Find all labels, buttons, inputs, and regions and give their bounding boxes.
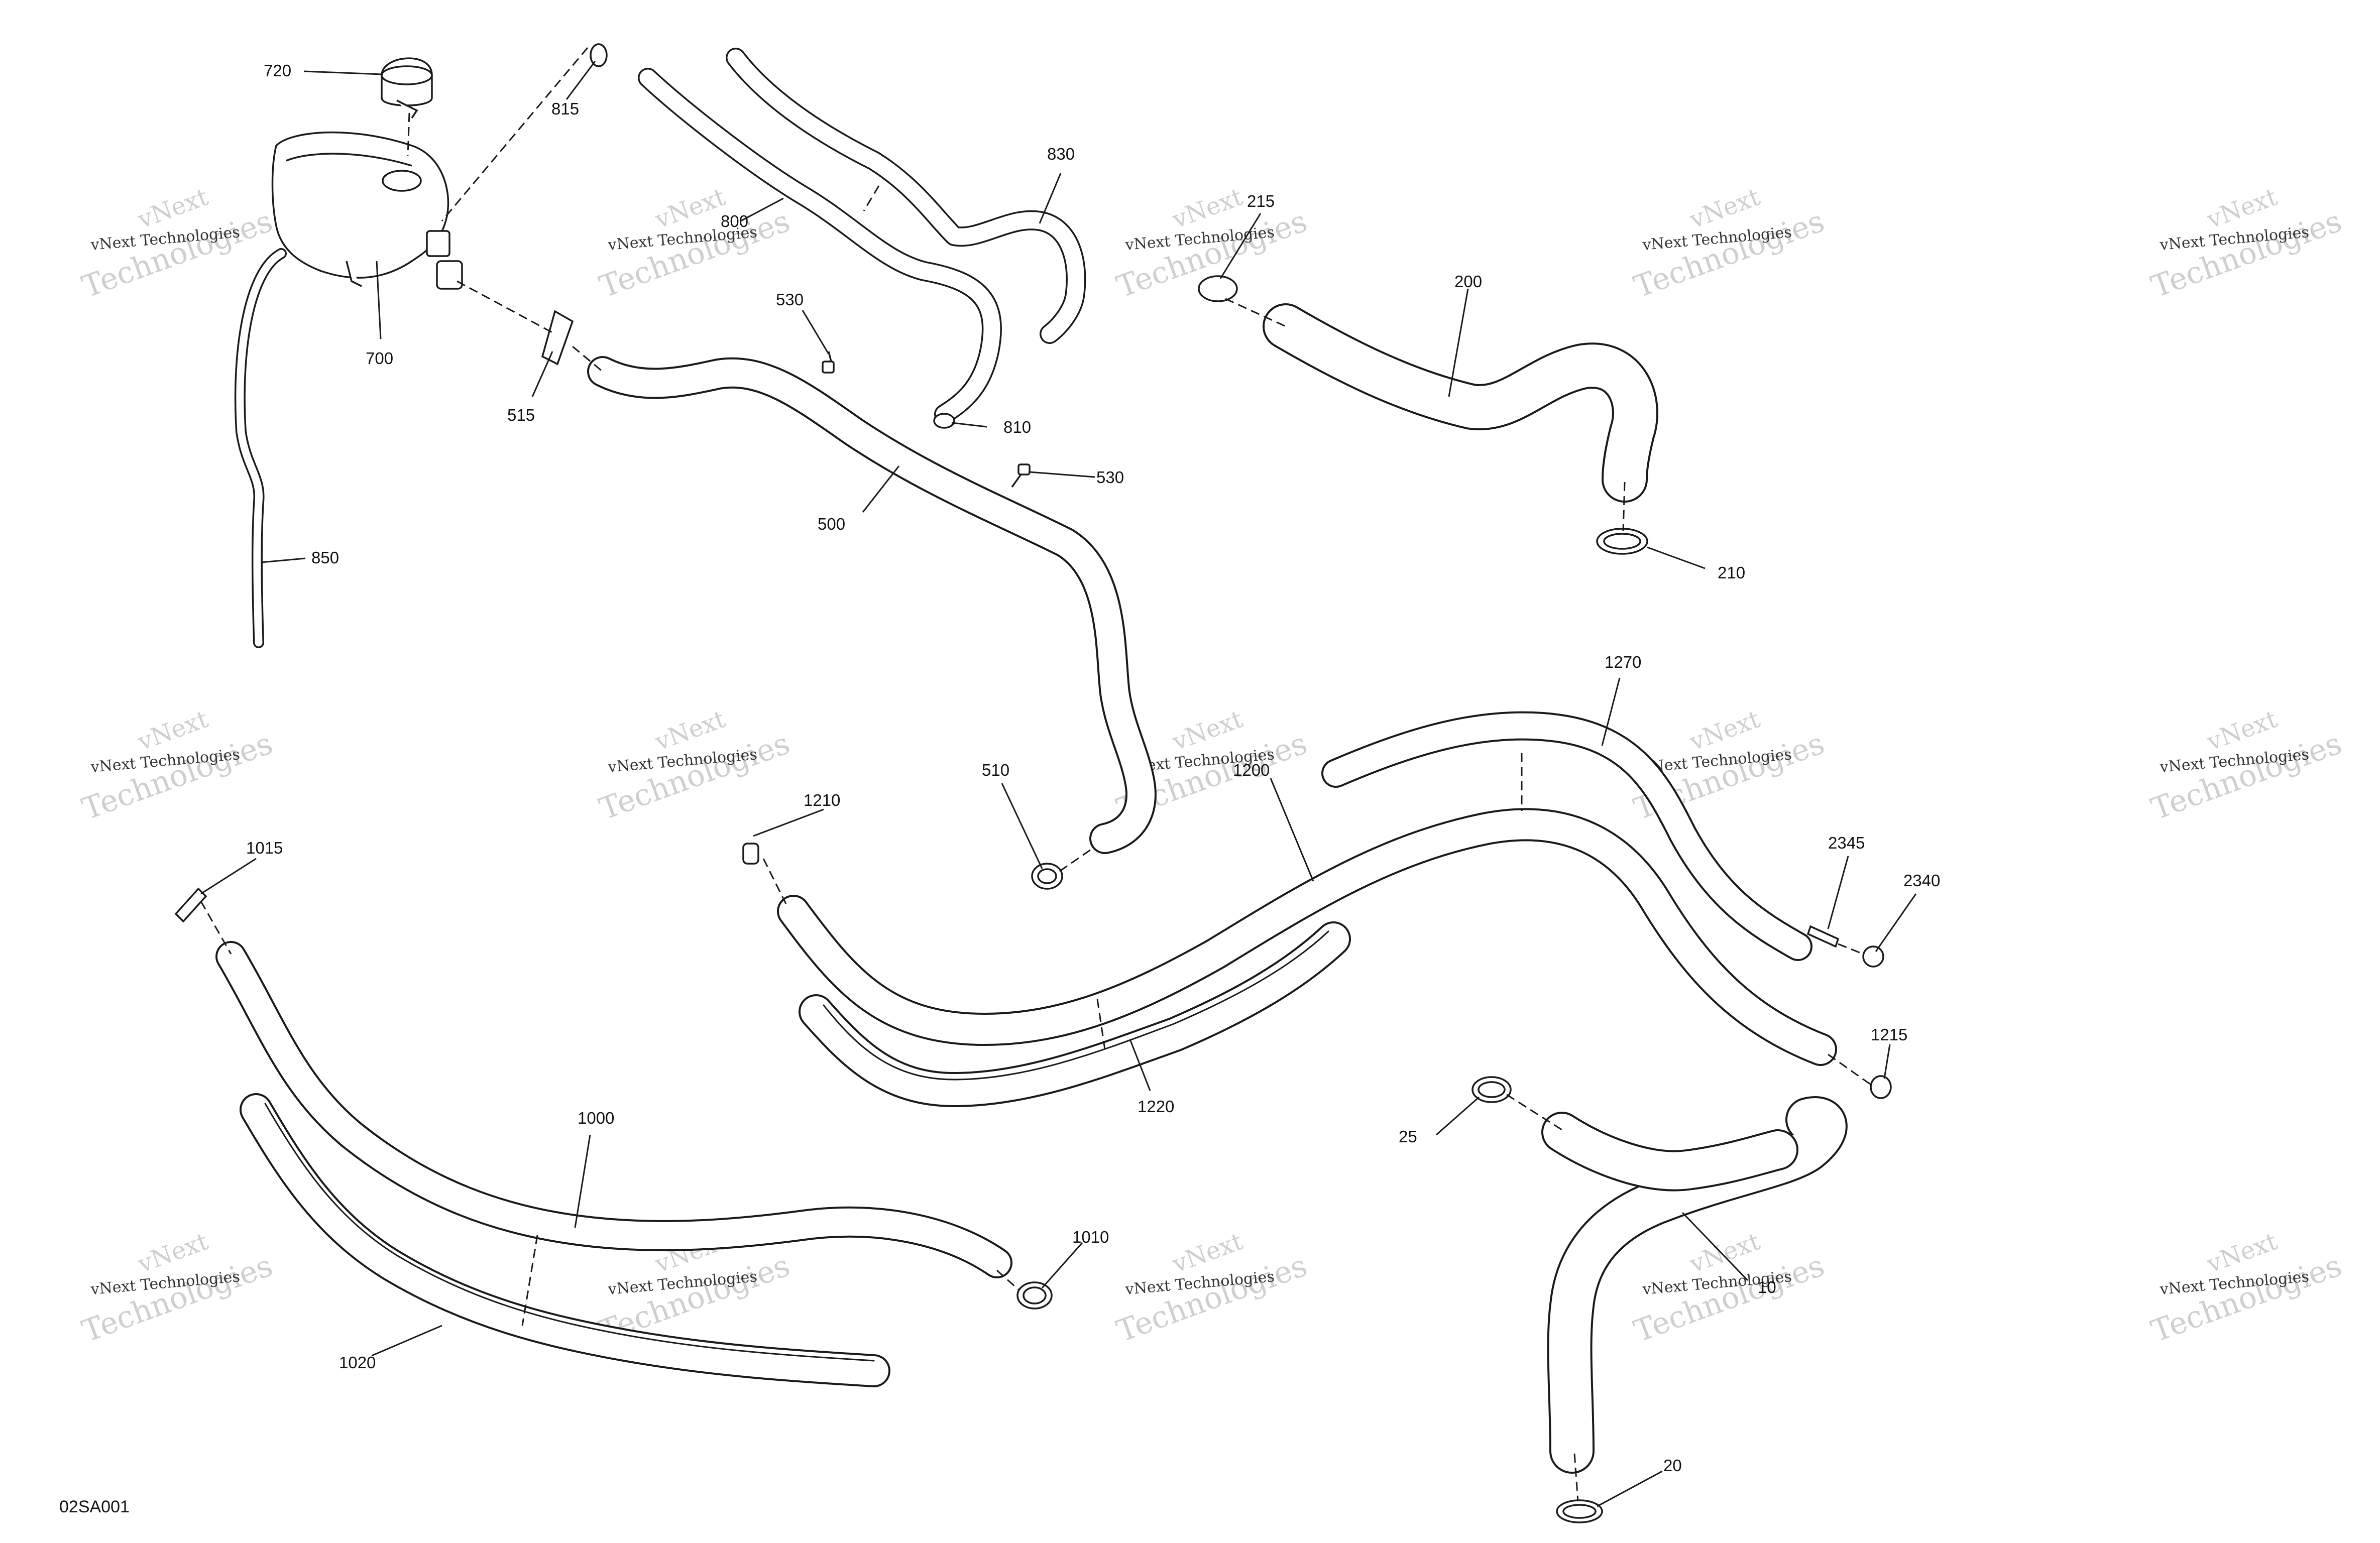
callout-10: 10 (1758, 1278, 1776, 1296)
fitting-2345 (1806, 925, 1840, 948)
watermark-text: vNext (1685, 1227, 1763, 1278)
cap-2340 (1862, 945, 1884, 968)
leader-lines (200, 61, 1917, 1507)
watermark-text: vNext (2203, 1227, 2281, 1278)
reservoir-cap-720 (381, 57, 433, 118)
callout-1215: 1215 (1871, 1025, 1907, 1044)
hose-850 (234, 248, 287, 648)
callout-530-a: 530 (776, 290, 804, 309)
clamp-25 (1471, 1076, 1512, 1103)
fitting-1015 (174, 887, 207, 923)
callout-1210: 1210 (804, 791, 840, 809)
callout-1200: 1200 (1233, 761, 1270, 779)
callout-200: 200 (1454, 272, 1482, 291)
callout-2340: 2340 (1903, 871, 1940, 890)
watermark-text: vNext (2203, 183, 2281, 234)
callout-810: 810 (1003, 418, 1031, 436)
fitting-1210 (742, 843, 759, 865)
callout-515: 515 (507, 406, 535, 424)
clamp-1215 (1870, 1075, 1892, 1099)
callout-1220: 1220 (1138, 1097, 1174, 1116)
bracket-515 (541, 310, 574, 366)
diagram-id-label: 02SA001 (59, 1497, 130, 1516)
callout-800: 800 (721, 212, 748, 230)
callout-20: 20 (1663, 1456, 1682, 1475)
hose-1020 (240, 1093, 890, 1387)
hose-1220 (799, 921, 1351, 1107)
callout-215: 215 (1247, 192, 1275, 210)
callout-510: 510 (982, 761, 1009, 779)
callout-210: 210 (1718, 563, 1745, 582)
clamp-810 (933, 413, 955, 429)
hose-830 (726, 48, 1086, 344)
watermark-text: vNext (651, 705, 729, 756)
callout-850: 850 (311, 548, 339, 567)
hose-10 (1541, 1096, 1848, 1474)
watermark-text: vNext (1168, 183, 1246, 234)
watermark-text: vNext (2203, 705, 2281, 756)
clamp-215 (1198, 275, 1238, 302)
callout-1015: 1015 (246, 839, 283, 857)
callout-720: 720 (264, 61, 291, 80)
hose-500 (587, 356, 1157, 854)
callout-1000: 1000 (578, 1109, 614, 1127)
callout-815: 815 (551, 99, 579, 118)
watermark-text: vNext (134, 183, 211, 234)
hose-1200 (777, 808, 1837, 1066)
watermark-text: vNext (1685, 183, 1763, 234)
hose-200 (1263, 303, 1658, 503)
watermark-text: vNext (1168, 1227, 1246, 1278)
clamp-1010 (1016, 1281, 1053, 1310)
watermark-text: vNext (1685, 705, 1763, 756)
coolant-reservoir-700 (271, 131, 463, 290)
callout-2345: 2345 (1828, 834, 1865, 852)
callout-labels: 720 815 830 800 215 200 700 530 515 810 … (246, 61, 1940, 1475)
callout-1270: 1270 (1605, 653, 1641, 671)
clamp-20 (1556, 1499, 1603, 1523)
hose-1000 (215, 941, 1012, 1278)
clamp-815 (590, 43, 608, 67)
watermark-text: vNext (134, 705, 211, 756)
callout-500: 500 (818, 515, 845, 533)
assembly-center-lines (200, 47, 1871, 1502)
watermark-text: vNext (651, 183, 729, 234)
callout-530-b: 530 (1096, 468, 1124, 487)
callout-830: 830 (1047, 145, 1075, 163)
screw-530-b (1011, 463, 1031, 488)
watermark-text: vNext (134, 1227, 211, 1278)
callout-25: 25 (1399, 1127, 1417, 1146)
hose-1270 (1321, 711, 1812, 961)
screw-530-a (822, 351, 835, 374)
hose-800 (638, 68, 1002, 424)
callout-1020: 1020 (339, 1353, 376, 1372)
callout-700: 700 (366, 349, 393, 368)
clamp-510 (1031, 863, 1063, 890)
watermark-text: vNext (1168, 705, 1246, 756)
callout-1010: 1010 (1072, 1228, 1109, 1246)
clamp-210 (1596, 528, 1648, 555)
